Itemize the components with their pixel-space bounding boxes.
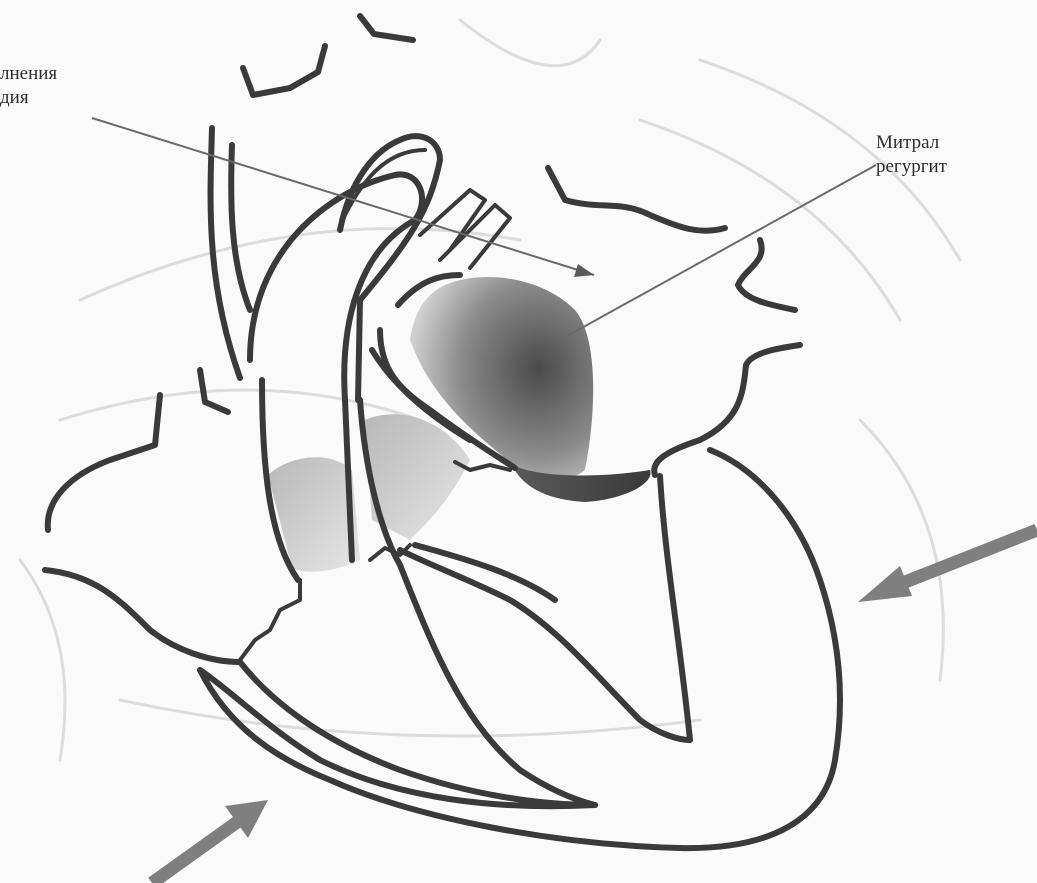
left-label-line1: лнения <box>0 62 57 86</box>
right-label-leader <box>560 165 876 340</box>
right-label: Митрал регургит <box>876 131 947 179</box>
left-label-line2: дия <box>0 86 57 110</box>
right-label-line1: Митрал <box>876 131 947 155</box>
pressure-arrow-bottom <box>152 800 268 883</box>
left-label-arrowhead <box>574 264 594 277</box>
pressure-arrow-right <box>858 530 1037 602</box>
right-label-line2: регургит <box>876 155 947 179</box>
left-label-leader <box>92 118 594 275</box>
left-label: лнения дия <box>0 62 57 110</box>
